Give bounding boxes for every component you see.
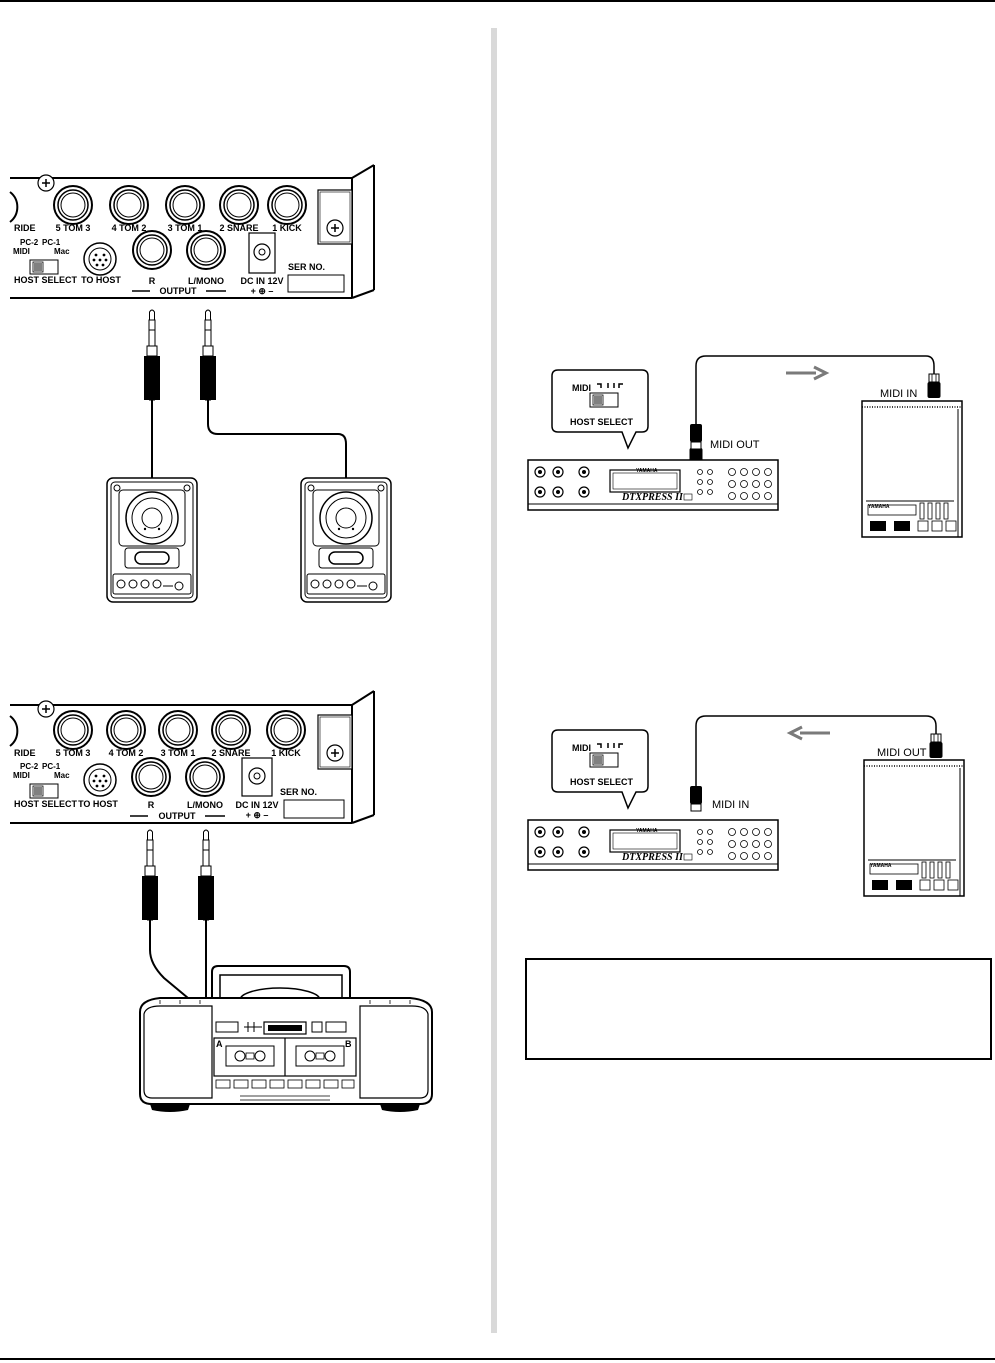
jack-tom1-label: 3 TOM 1 — [168, 223, 203, 233]
output-r-label-2: R — [148, 800, 155, 810]
jack-tom3-label-2: 5 TOM 3 — [56, 748, 91, 758]
ext-brand-2: YAMAHA — [870, 863, 892, 869]
switch-midi-label-1: MIDI — [572, 383, 591, 393]
to-host-label-2: TO HOST — [78, 799, 118, 809]
column-divider — [491, 28, 497, 1333]
switch-midi-label-2: MIDI — [572, 743, 591, 753]
host-select-switch-2[interactable] — [29, 783, 59, 799]
boombox-cables — [141, 829, 215, 1009]
mac-label: Mac — [54, 247, 70, 256]
dc-in-label-2: DC IN 12V — [235, 800, 278, 810]
bottom-rule — [0, 1358, 995, 1360]
ext-brand-1: YAMAHA — [868, 504, 890, 510]
jack-kick-label: 1 KICK — [272, 223, 302, 233]
midi-diagram-1: MIDI IN YAMAHA MIDI OUT MIDI HOST SELECT… — [528, 355, 963, 538]
dtx-midi-out-label: MIDI OUT — [710, 439, 760, 451]
ext-midi-out-label: MIDI OUT — [877, 747, 927, 759]
dc-in-label: DC IN 12V — [240, 276, 283, 286]
rear-panel-1: RIDE 5 TOM 3 4 TOM 2 3 TOM 1 2 SNARE 1 K… — [9, 164, 375, 299]
external-module-2: YAMAHA — [863, 759, 965, 897]
boombox: A B — [139, 965, 433, 1112]
speaker-cables — [143, 309, 347, 482]
pc1-label: PC-1 — [42, 238, 61, 247]
midi-label-2: MIDI — [13, 771, 30, 780]
top-rule — [0, 0, 995, 2]
midi-diagram-2: MIDI OUT YAMAHA MIDI IN MIDI HOST SELECT… — [528, 715, 965, 897]
jack-tom1-label-2: 3 TOM 1 — [161, 748, 196, 758]
host-select-switch[interactable] — [29, 259, 59, 275]
output-lmono-label-2: L/MONO — [187, 800, 223, 810]
deck-a-label: A — [216, 1039, 223, 1049]
jack-snare-label-2: 2 SNARE — [211, 748, 250, 758]
output-label-2: OUTPUT — [159, 811, 197, 821]
output-r-label: R — [149, 276, 156, 286]
mac-label-2: Mac — [54, 771, 70, 780]
dtx-model-1: DTXPRESS II — [621, 492, 684, 503]
host-select-switch-midi-2[interactable] — [589, 752, 619, 768]
jack-tom2-label: 4 TOM 2 — [112, 223, 147, 233]
host-select-label-midi-1: HOST SELECT — [570, 417, 634, 427]
dc-polarity-label: + ⊕ – — [251, 286, 274, 296]
dtx-brand-1: YAMAHA — [636, 468, 658, 474]
jack-snare-label: 2 SNARE — [219, 223, 258, 233]
host-select-switch-midi-1[interactable] — [589, 392, 619, 408]
arrow-right-icon — [786, 365, 830, 381]
note-box — [525, 958, 992, 1060]
dtx-brand-2: YAMAHA — [636, 828, 658, 834]
jack-ride-label-2: RIDE — [14, 748, 36, 758]
midi-label: MIDI — [13, 247, 30, 256]
ser-no-label-2: SER NO. — [280, 787, 317, 797]
pc2-label-2: PC-2 — [20, 762, 39, 771]
pc2-label: PC-2 — [20, 238, 39, 247]
arrow-left-icon — [786, 725, 830, 741]
output-lmono-label: L/MONO — [188, 276, 224, 286]
dc-polarity-label-2: + ⊕ – — [246, 810, 269, 820]
jack-ride-label: RIDE — [14, 223, 36, 233]
dtx-model-2: DTXPRESS II — [621, 852, 684, 863]
ser-no-label: SER NO. — [288, 262, 325, 272]
dtx-midi-in-label: MIDI IN — [712, 799, 749, 811]
output-label: OUTPUT — [160, 286, 198, 296]
to-host-label: TO HOST — [81, 275, 121, 285]
jack-tom3-label: 5 TOM 3 — [56, 223, 91, 233]
dtx-module-2: YAMAHA DTXPRESS II — [528, 820, 778, 870]
host-select-label-2: HOST SELECT — [14, 799, 78, 809]
rear-panel-2: RIDE 5 TOM 3 4 TOM 2 3 TOM 1 2 SNARE 1 K… — [9, 690, 375, 824]
jack-tom2-label-2: 4 TOM 2 — [109, 748, 144, 758]
external-module-1: YAMAHA — [861, 400, 963, 538]
host-select-label: HOST SELECT — [14, 275, 78, 285]
jack-kick-label-2: 1 KICK — [271, 748, 301, 758]
pc1-label-2: PC-1 — [42, 762, 61, 771]
deck-b-label: B — [345, 1039, 352, 1049]
speaker-right — [106, 477, 198, 603]
dtx-module-1: YAMAHA DTXPRESS II — [528, 460, 778, 510]
ext-midi-in-label: MIDI IN — [880, 388, 917, 400]
speaker-left — [300, 477, 392, 603]
host-select-label-midi-2: HOST SELECT — [570, 777, 634, 787]
